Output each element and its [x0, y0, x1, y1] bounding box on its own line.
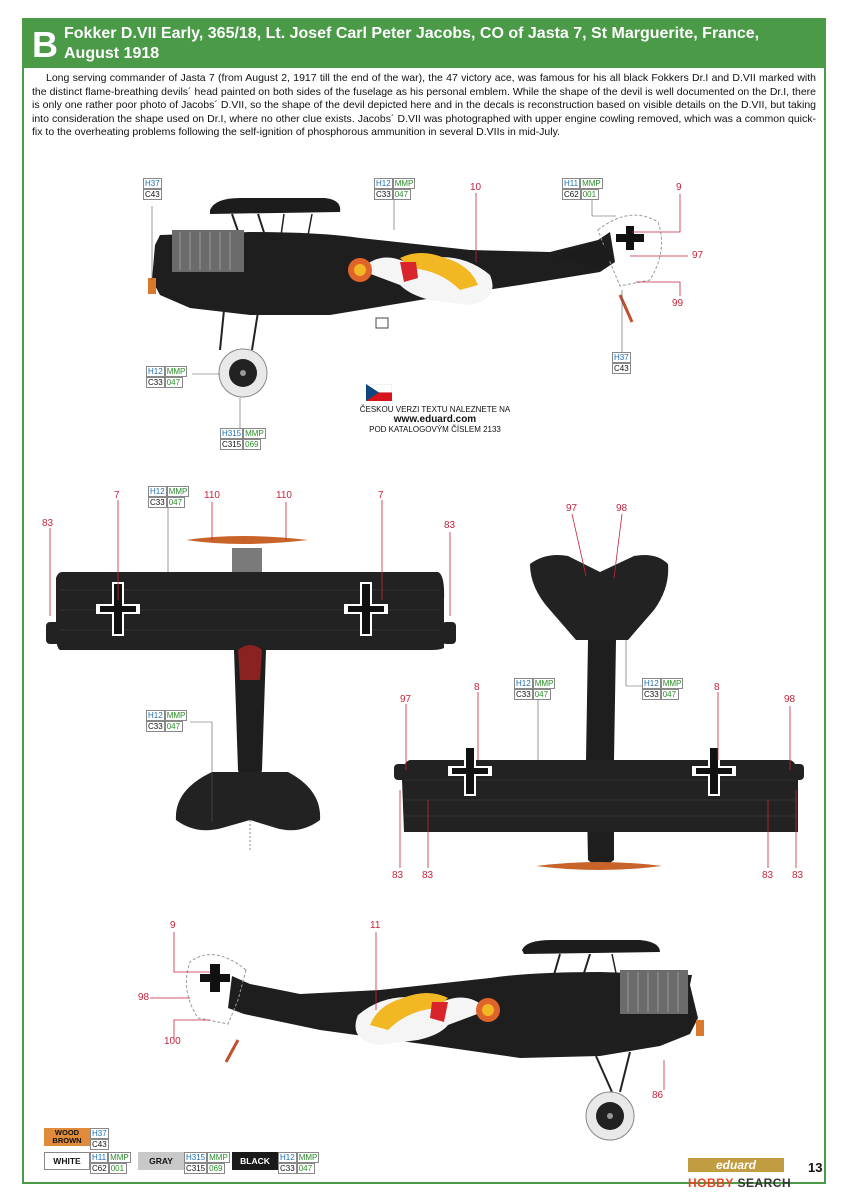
profile-letter: B — [32, 24, 58, 65]
fuselage-bottom — [586, 640, 616, 870]
tailplane-bottom — [530, 555, 669, 640]
tailplane-top — [175, 772, 321, 831]
lower-wing-bottom — [402, 760, 798, 832]
code-leader-lines — [151, 196, 642, 822]
callout-100: 100 — [164, 1036, 181, 1047]
leader-lines — [49, 193, 797, 1090]
czech-flag-icon — [366, 384, 392, 401]
bottom-view — [394, 555, 804, 870]
tail-rudder-right — [185, 954, 247, 1025]
callout-98-bottom: 98 — [784, 694, 796, 705]
page-header: B Fokker D.VII Early, 365/18, Lt. Josef … — [24, 20, 824, 68]
legend-gray: GRAY — [138, 1152, 184, 1170]
page-title: Fokker D.VII Early, 365/18, Lt. Josef Ca… — [64, 25, 760, 62]
upper-wing-side-right — [522, 940, 660, 954]
callout-83-top-left: 83 — [42, 518, 54, 529]
callout-83-top-right: 83 — [444, 520, 456, 531]
legend-wood-codes: H37 C43 — [90, 1128, 109, 1150]
callout-97-bottom: 97 — [400, 694, 412, 705]
callout-8-right: 8 — [714, 682, 720, 693]
callout-83-bottom-3: 83 — [762, 870, 774, 881]
czech-version-note: ČESKOU VERZI TEXTU NALEZNETE NA www.edua… — [330, 405, 540, 435]
callout-9-side: 9 — [676, 182, 682, 193]
callout-83-bottom-2: 83 — [422, 870, 434, 881]
callout-99: 99 — [672, 298, 684, 309]
callout-8-left: 8 — [474, 682, 480, 693]
side-view-right — [185, 940, 704, 1141]
legend-wood-brown: WOOD BROWN — [44, 1128, 90, 1146]
watermark-hobby: HOBBY — [688, 1176, 734, 1190]
propeller-bottom — [536, 862, 662, 870]
eduard-logo: eduard — [688, 1158, 784, 1172]
callout-7-left: 7 — [114, 490, 120, 501]
callout-110-left: 110 — [204, 490, 220, 501]
callout-98-right: 98 — [138, 992, 150, 1003]
callout-7-right: 7 — [378, 490, 384, 501]
legend-white: WHITE — [44, 1152, 90, 1170]
callout-83-bottom-4: 83 — [792, 870, 804, 881]
eduard-website-link[interactable]: www.eduard.com — [393, 414, 477, 425]
intro-paragraph: Long serving commander of Jasta 7 (from … — [32, 72, 816, 138]
callout-97-tail: 97 — [566, 503, 578, 514]
callout-10: 10 — [470, 182, 482, 193]
top-view — [46, 536, 456, 850]
callout-98-tail: 98 — [616, 503, 628, 514]
callout-86: 86 — [652, 1090, 664, 1101]
hobby-search-watermark: HOBBY SEARCH — [688, 1176, 791, 1190]
page-number: 13 — [808, 1160, 823, 1175]
callout-83-bottom-1: 83 — [392, 870, 404, 881]
side-view-left — [148, 198, 663, 398]
page-frame — [22, 18, 826, 1184]
callout-110-right: 110 — [276, 490, 292, 501]
callout-97-side: 97 — [692, 250, 704, 261]
propeller-top — [186, 536, 308, 544]
watermark-search: SEARCH — [737, 1176, 792, 1190]
tail-rudder-left — [597, 214, 663, 287]
upper-wing-side — [210, 198, 341, 214]
paint-code-h37-tailskid: H37 C43 — [612, 352, 631, 374]
callout-9-right: 9 — [170, 920, 176, 931]
paint-code-h37-top: H37 C43 — [143, 178, 162, 200]
callout-11: 11 — [370, 920, 381, 931]
legend-black: BLACK — [232, 1152, 278, 1170]
